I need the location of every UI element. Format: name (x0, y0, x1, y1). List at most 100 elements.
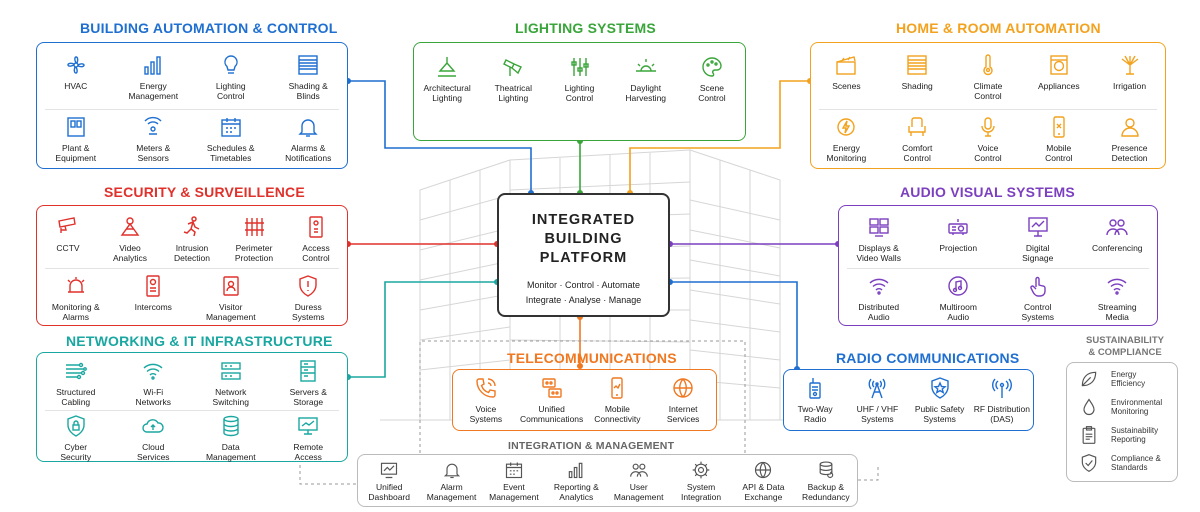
duress-systems-label: Duress Systems (291, 302, 325, 322)
intercoms-item[interactable]: Intercoms (117, 274, 189, 322)
sustainability-panel: Energy Efficiency Environmental Monitori… (1066, 362, 1178, 482)
cloud-services-item[interactable]: Cloud Services (117, 414, 189, 462)
badge-star-icon (930, 377, 949, 399)
voice-systems-item[interactable]: Voice Systems (453, 376, 519, 424)
access-control-item[interactable]: Access Control (285, 215, 347, 263)
reporting-analytics-item[interactable]: Reporting & Analytics (545, 460, 607, 502)
radio-icon (809, 378, 821, 399)
leaf-icon (1081, 371, 1097, 387)
projection-item[interactable]: Projection (922, 215, 994, 263)
event-management-item[interactable]: Event Management (483, 460, 545, 502)
schedules-item[interactable]: Schedules & Timetables (195, 115, 267, 163)
platform-line-2: Integrate · Analyse · Manage (525, 295, 642, 305)
climate-control-item[interactable]: Climate Control (953, 53, 1024, 101)
public-safety-item[interactable]: Public Safety Systems (909, 376, 971, 424)
alarm-management-item[interactable]: Alarm Management (420, 460, 482, 502)
shading-blinds-item[interactable]: Shading & Blinds (272, 53, 344, 101)
alarms-notifications-item[interactable]: Alarms & Notifications (272, 115, 344, 163)
mobile-control-item[interactable]: Mobile Control (1023, 115, 1094, 163)
conferencing-item[interactable]: Conferencing (1081, 215, 1153, 263)
security-title: SECURITY & SURVEILLENCE (104, 184, 305, 200)
api-data-exchange-item[interactable]: API & Data Exchange (732, 460, 794, 502)
home-row-1: Scenes Shading Climate Control Appliance… (811, 53, 1165, 101)
presence-detection-item[interactable]: Presence Detection (1094, 115, 1165, 163)
distributed-audio-item[interactable]: Distributed Audio (843, 274, 915, 322)
monitoring-alarms-item[interactable]: Monitoring & Alarms (40, 274, 112, 322)
backup-redundancy-item[interactable]: Backup & Redundancy (795, 460, 857, 502)
voice-control-item[interactable]: Voice Control (953, 115, 1024, 163)
visitor-management-label: Visitor Management (205, 302, 256, 322)
keypad-icon (309, 216, 323, 238)
streaming-media-label: Streaming Media (1097, 302, 1137, 322)
telecom-row: Voice Systems Unified Communications Mob… (453, 376, 716, 424)
control-systems-item[interactable]: Control Systems (1002, 274, 1074, 322)
network-switching-item[interactable]: Network Switching (195, 359, 267, 407)
globe-icon (755, 461, 772, 479)
intrusion-detection-item[interactable]: Intrusion Detection (161, 215, 223, 263)
streaming-media-item[interactable]: Streaming Media (1081, 274, 1153, 322)
platform-line-1: Monitor · Control · Automate (526, 280, 641, 290)
hvac-item[interactable]: HVAC (40, 53, 112, 101)
touch-icon (1030, 276, 1046, 297)
daylight-harvesting-item[interactable]: Daylight Harvesting (613, 55, 679, 103)
mobile-connectivity-item[interactable]: Mobile Connectivity (585, 376, 651, 424)
servers-storage-item[interactable]: Servers & Storage (272, 359, 344, 407)
energy-efficiency-item[interactable]: Energy Efficiency (1067, 365, 1177, 393)
remote-access-item[interactable]: Remote Access (272, 414, 344, 462)
home-automation-title: HOME & ROOM AUTOMATION (896, 20, 1101, 36)
av-row-1: Displays & Video Walls Projection Digita… (839, 215, 1157, 263)
scenes-label: Scenes (832, 81, 861, 91)
user-management-item[interactable]: User Management (608, 460, 670, 502)
system-integration-item[interactable]: System Integration (670, 460, 732, 502)
rf-distribution-item[interactable]: RF Distribution (DAS) (971, 376, 1033, 424)
scenes-item[interactable]: Scenes (811, 53, 882, 101)
displays-item[interactable]: Displays & Video Walls (843, 215, 915, 263)
data-management-item[interactable]: Data Management (195, 414, 267, 462)
architectural-lighting-item[interactable]: Architectural Lighting (414, 55, 480, 103)
wifi-networks-item[interactable]: Wi-Fi Networks (117, 359, 189, 407)
perimeter-protection-item[interactable]: Perimeter Protection (223, 215, 285, 263)
irrigation-item[interactable]: Irrigation (1094, 53, 1165, 101)
plant-equipment-item[interactable]: Plant & Equipment (40, 115, 112, 163)
digital-signage-item[interactable]: Digital Signage (1002, 215, 1074, 263)
cyber-security-item[interactable]: Cyber Security (40, 414, 112, 462)
duress-systems-item[interactable]: Duress Systems (272, 274, 344, 322)
unified-communications-item[interactable]: Unified Communications (519, 376, 585, 424)
internet-services-item[interactable]: Internet Services (650, 376, 716, 424)
clipboard-icon (1082, 426, 1096, 444)
uhf-vhf-item[interactable]: UHF / VHF Systems (846, 376, 908, 424)
monitoring-alarms-label: Monitoring & Alarms (51, 302, 100, 322)
unified-dashboard-item[interactable]: Unified Dashboard (358, 460, 420, 502)
meters-sensors-item[interactable]: Meters & Sensors (117, 115, 189, 163)
lighting-control-sliders-label: Lighting Control (564, 83, 595, 103)
shield-lock-icon (67, 415, 85, 437)
comfort-control-item[interactable]: Comfort Control (882, 115, 953, 163)
lighting-control-sliders-item[interactable]: Lighting Control (546, 55, 612, 103)
environmental-monitoring-label: Environmental Monitoring (1111, 397, 1163, 417)
theatrical-lighting-item[interactable]: Theatrical Lighting (480, 55, 546, 103)
environmental-monitoring-item[interactable]: Environmental Monitoring (1067, 393, 1177, 421)
structured-cabling-item[interactable]: Structured Cabling (40, 359, 112, 407)
compliance-standards-item[interactable]: Compliance & Standards (1067, 449, 1177, 477)
energy-monitoring-item[interactable]: Energy Monitoring (811, 115, 882, 163)
scene-control-item[interactable]: Scene Control (679, 55, 745, 103)
two-way-radio-item[interactable]: Two-Way Radio (784, 376, 846, 424)
energy-management-item[interactable]: Energy Management (117, 53, 189, 101)
visitor-management-item[interactable]: Visitor Management (195, 274, 267, 322)
cctv-item[interactable]: CCTV (37, 215, 99, 263)
security-row-1: CCTV Video Analytics Intrusion Detection… (37, 215, 347, 263)
bell-icon (298, 119, 318, 137)
api-data-exchange-label: API & Data Exchange (742, 482, 785, 502)
integrated-platform-box[interactable]: INTEGRATED BUILDING PLATFORM Monitor · C… (497, 193, 670, 317)
pendant-lamp-icon (438, 57, 457, 77)
multiroom-audio-item[interactable]: Multiroom Audio (922, 274, 994, 322)
video-analytics-item[interactable]: Video Analytics (99, 215, 161, 263)
energy-icon (837, 118, 856, 136)
appliances-item[interactable]: Appliances (1023, 53, 1094, 101)
calendar-icon (221, 118, 241, 137)
schedules-label: Schedules & Timetables (206, 143, 255, 163)
lighting-control-item[interactable]: Lighting Control (195, 53, 267, 101)
sustainability-reporting-item[interactable]: Sustainability Reporting (1067, 421, 1177, 449)
id-badge-icon (223, 276, 239, 296)
shading-item[interactable]: Shading (882, 53, 953, 101)
